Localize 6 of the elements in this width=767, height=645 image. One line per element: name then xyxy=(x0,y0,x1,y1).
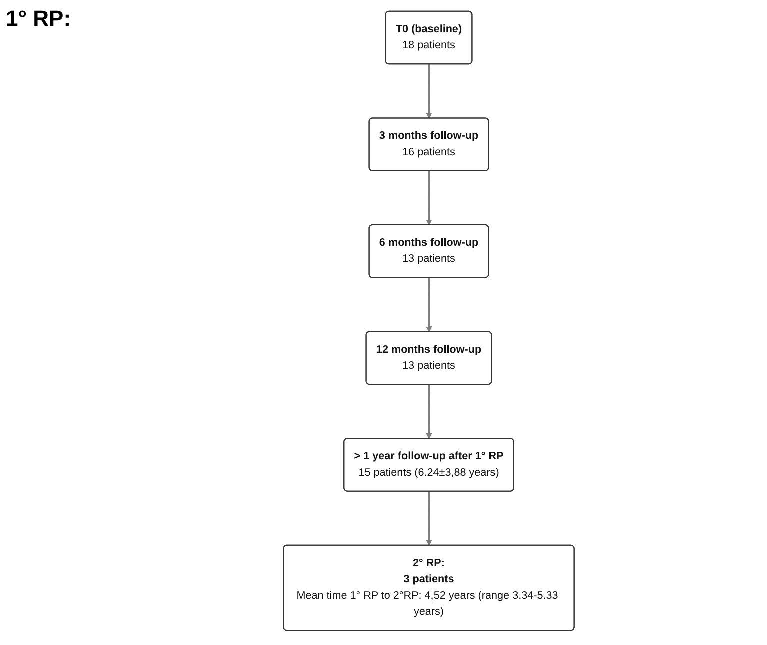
arrow xyxy=(426,492,432,546)
arrow xyxy=(426,384,432,440)
arrow xyxy=(426,278,432,332)
section-heading: 1° RP: xyxy=(6,6,72,32)
arrow xyxy=(426,64,432,119)
arrow xyxy=(426,171,432,226)
